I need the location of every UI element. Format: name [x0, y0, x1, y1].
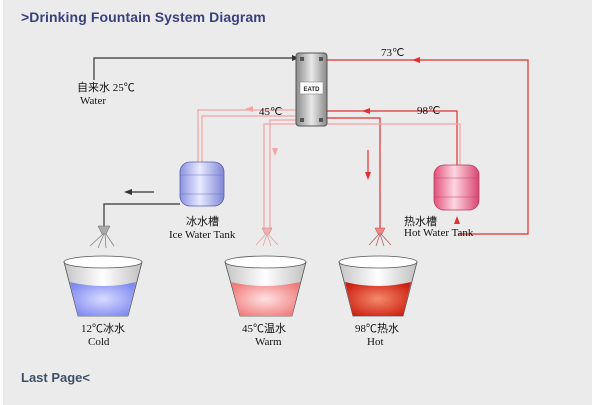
ice-tank-label-zh: 冰水槽	[186, 215, 219, 228]
hot-cup-label-en: Hot	[367, 336, 384, 348]
right-border	[592, 0, 597, 405]
warm-cup	[224, 255, 307, 317]
warm-pipes	[197, 106, 296, 228]
left-border	[0, 0, 3, 405]
warm-cup-label-zh: 45℃温水	[242, 322, 286, 335]
cold-cup-label-zh: 12℃冰水	[81, 322, 125, 335]
page-title: >Drinking Fountain System Diagram	[21, 9, 266, 25]
unit-label: EATD	[304, 87, 321, 93]
cold-faucet-icon	[89, 225, 115, 249]
cold-cup	[63, 255, 143, 317]
cold-pipe	[103, 189, 180, 226]
inlet-label-en: Water	[80, 95, 106, 107]
hot-cup-label-zh: 98℃热水	[355, 322, 399, 335]
heat-exchanger: EATD	[295, 52, 328, 127]
hot-return-pipe	[327, 57, 529, 235]
temp-98-label: 98℃	[417, 105, 440, 117]
hot-water-tank	[433, 164, 480, 211]
warm-faucet-icon	[255, 227, 279, 247]
hot-tank-label-zh: 热水槽	[404, 215, 437, 228]
temp-45-label: 45℃	[259, 106, 282, 118]
hot-cup	[338, 255, 418, 317]
hot-supply-pipe	[327, 108, 458, 168]
ice-water-tank	[179, 161, 225, 207]
inlet-pipe	[93, 55, 299, 80]
ice-tank-label-en: Ice Water Tank	[169, 229, 236, 241]
inlet-label-zh: 自来水 25℃	[77, 81, 135, 94]
last-page-link[interactable]: Last Page<	[21, 370, 91, 385]
hot-tank-label-en: Hot Water Tank	[404, 227, 474, 239]
warm-cup-label-en: Warm	[255, 336, 282, 348]
hot-faucet-icon	[368, 227, 392, 247]
temp-73-label: 73℃	[381, 47, 404, 59]
hot-pipes	[327, 117, 461, 228]
cold-cup-label-en: Cold	[88, 336, 110, 348]
